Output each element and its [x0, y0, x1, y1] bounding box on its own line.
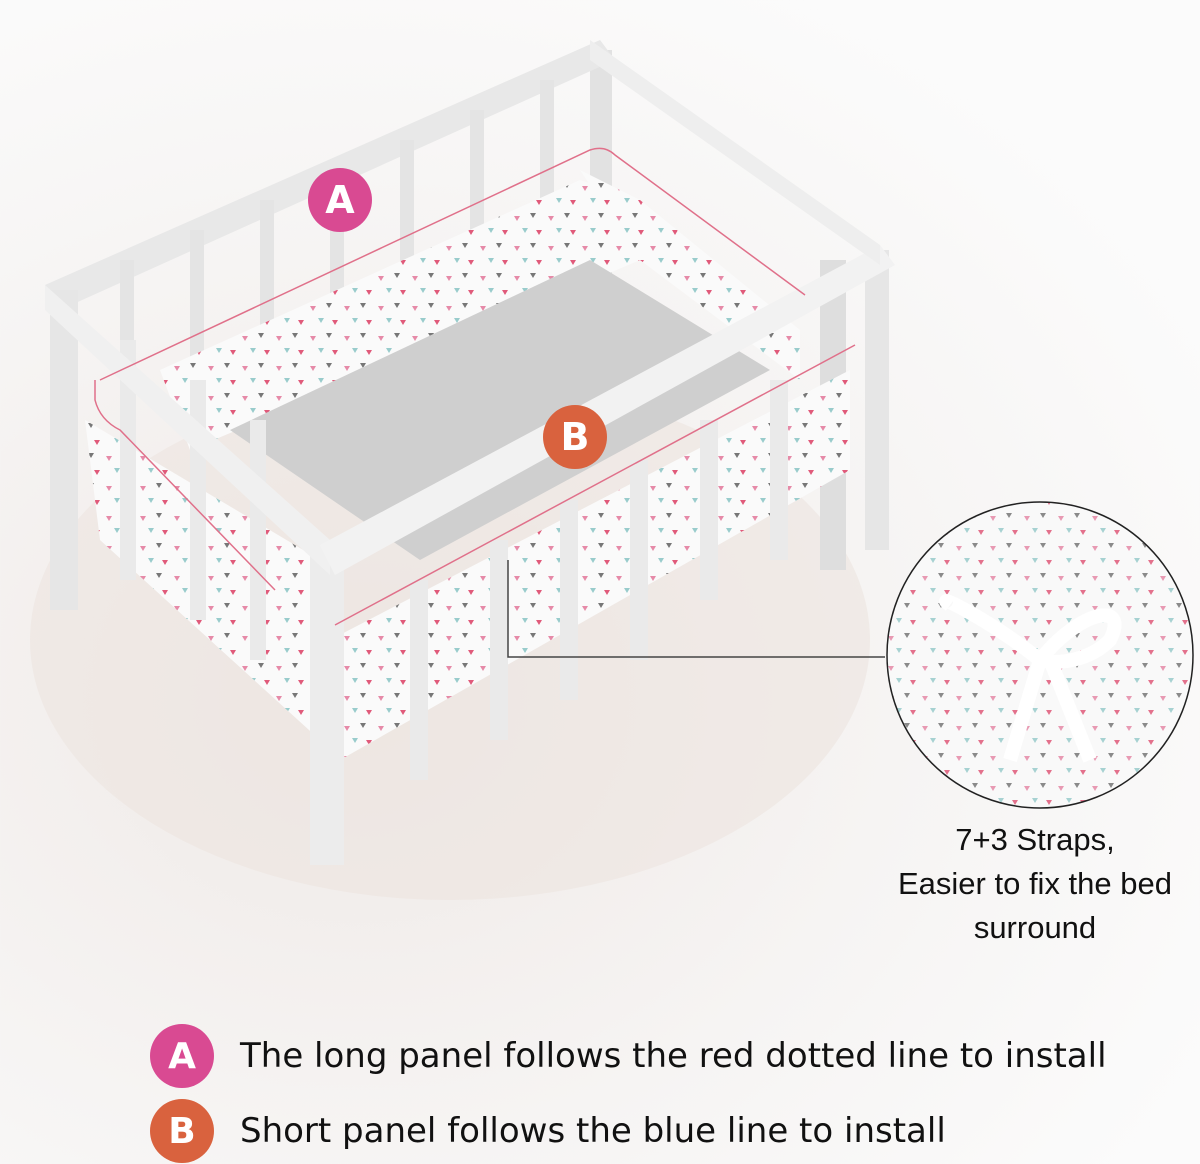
legend-text-b: Short panel follows the blue line to ins… — [240, 1111, 946, 1151]
strap-closeup — [886, 501, 1194, 809]
label-b-badge: B — [543, 405, 607, 469]
legend-badge-a: A — [150, 1024, 214, 1088]
legend-badge-b: B — [150, 1099, 214, 1163]
legend-text-a: The long panel follows the red dotted li… — [240, 1036, 1107, 1076]
label-a-badge: A — [308, 168, 372, 232]
legend-item-a: A The long panel follows the red dotted … — [150, 1024, 1107, 1088]
caption-line: 7+3 Straps, — [955, 822, 1115, 857]
strap-caption: 7+3 Straps, Easier to fix the bed surrou… — [850, 818, 1200, 950]
caption-line: surround — [973, 910, 1097, 945]
caption-line: Easier to fix the bed — [898, 866, 1172, 901]
crib-illustration — [30, 40, 1194, 900]
legend-item-b: B Short panel follows the blue line to i… — [150, 1099, 946, 1163]
